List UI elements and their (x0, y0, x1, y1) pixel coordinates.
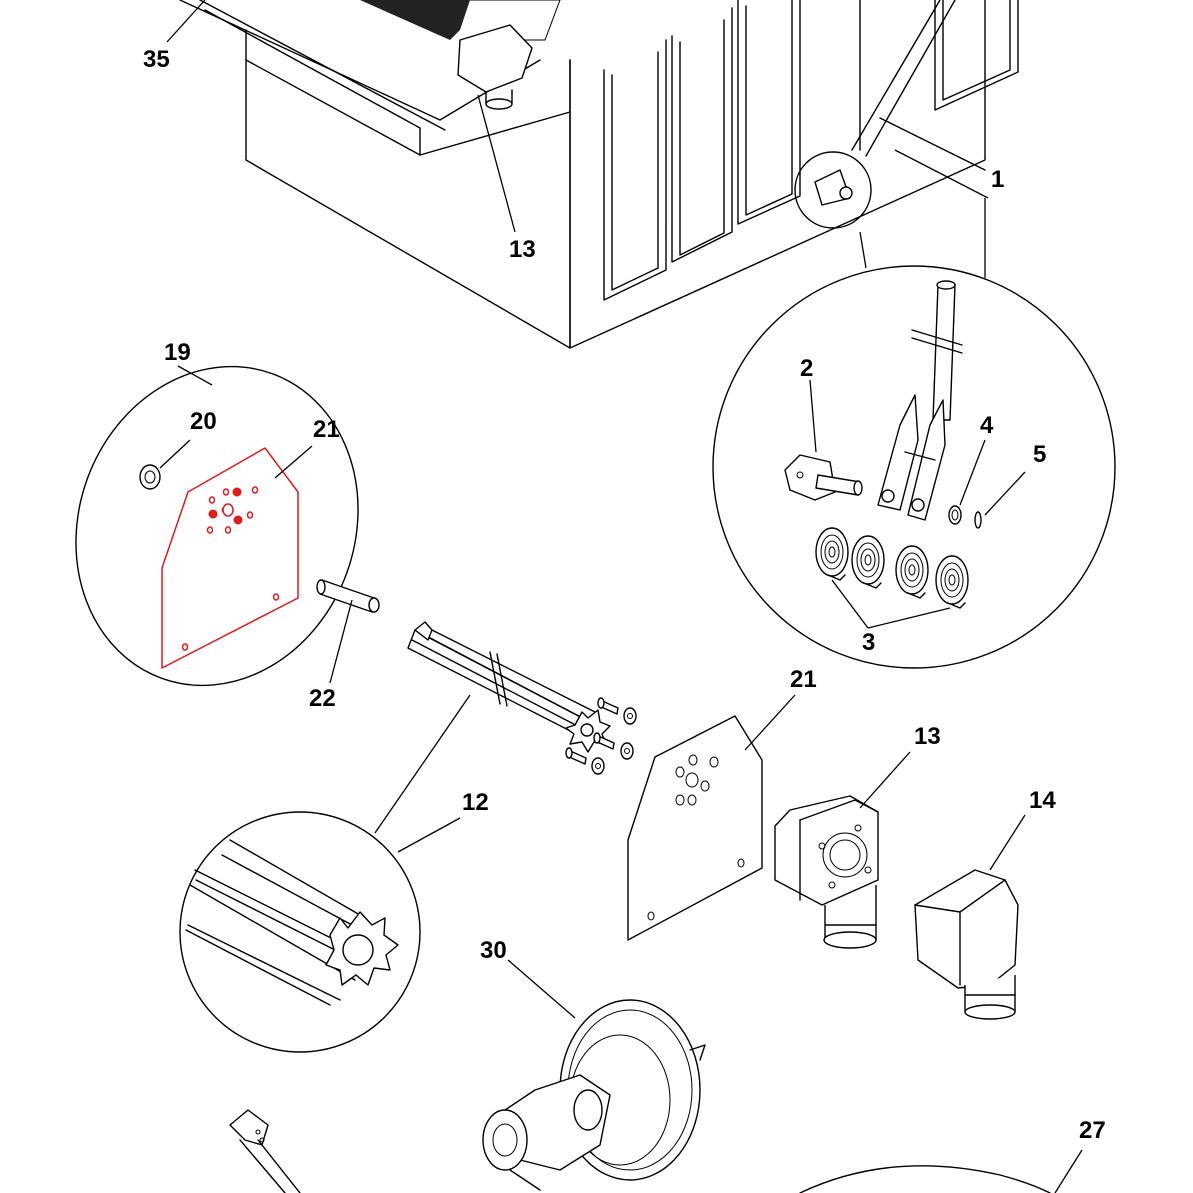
octagonal-shaft (407, 621, 637, 775)
spring-coil-4 (935, 555, 969, 609)
plate-detail-ellipse (75, 365, 359, 687)
shaft-detail-circle (179, 811, 421, 1053)
side-plate (627, 715, 763, 941)
callout-13: 13 (914, 723, 941, 750)
gear-motor (774, 795, 879, 949)
hinge-detail-circle (712, 265, 1116, 669)
callout-21: 21 (790, 666, 817, 693)
callout-4: 4 (980, 412, 994, 439)
callout-21-detail: 21 (313, 416, 340, 443)
motor-cover (914, 869, 1019, 1020)
callout-20: 20 (190, 408, 217, 435)
pin-part (316, 579, 380, 613)
callout-3: 3 (862, 629, 875, 656)
callout-13-top: 13 (509, 236, 536, 263)
spring-coil-2 (851, 535, 885, 589)
fan-hub (482, 999, 706, 1191)
callout-2: 2 (800, 355, 813, 382)
cabinet-assembly (179, 0, 1019, 349)
callout-1: 1 (991, 166, 1004, 193)
callout-labels: 35 13 1 19 20 21 2 4 5 3 22 21 13 14 12 … (143, 46, 1106, 1144)
callout-14: 14 (1029, 787, 1056, 814)
detail-circle-27 (799, 1165, 1051, 1193)
highlighted-side-plate[interactable] (161, 447, 299, 669)
spring-coil-3 (895, 545, 929, 599)
callout-19: 19 (164, 339, 191, 366)
callout-22: 22 (309, 685, 336, 712)
detail-leader-line (859, 231, 867, 269)
callout-5: 5 (1033, 441, 1046, 468)
spring-coil-1 (815, 527, 849, 581)
callout-30: 30 (480, 937, 507, 964)
handle-part (229, 1109, 301, 1193)
callout-35: 35 (143, 46, 170, 73)
leader-lines (159, 0, 1083, 1193)
callout-27: 27 (1079, 1117, 1106, 1144)
callout-12: 12 (462, 789, 489, 816)
